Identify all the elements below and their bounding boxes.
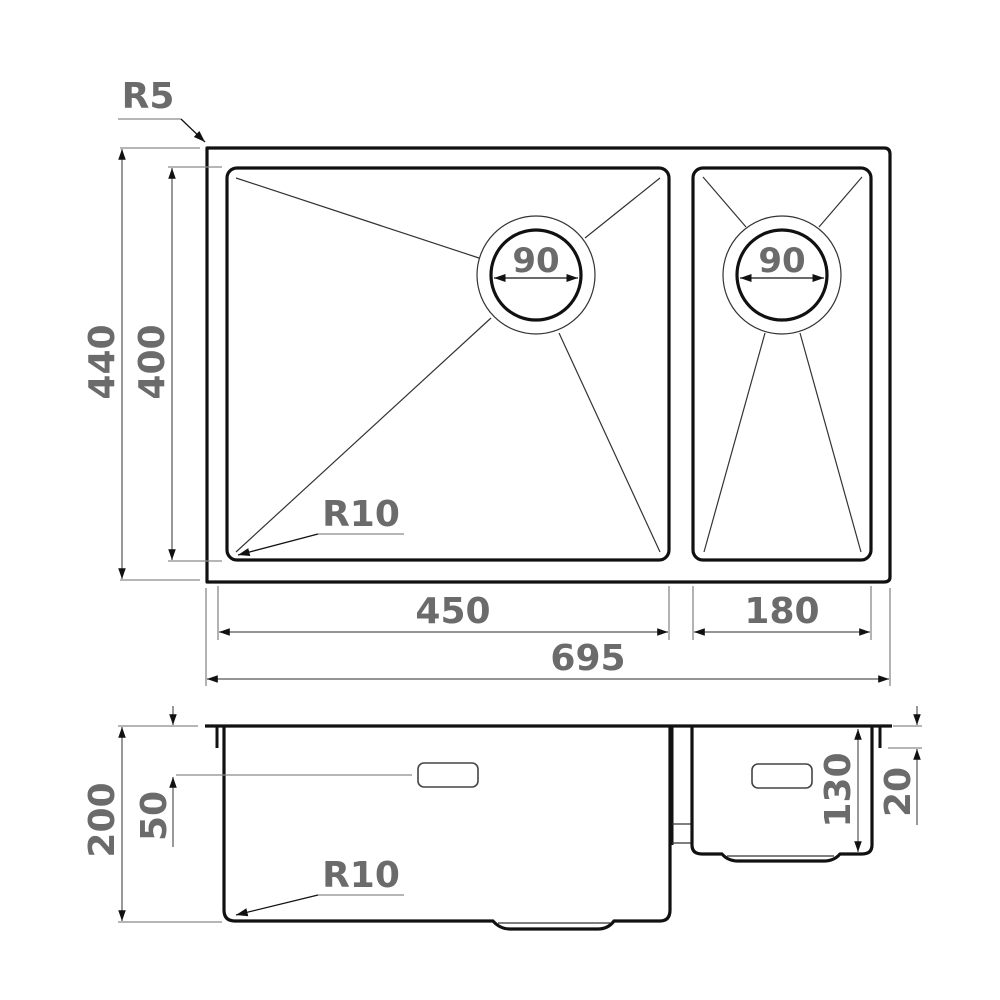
small-drain-diameter-label: 90 [758,241,805,281]
depth-dimension: 200 [82,725,222,923]
main-drain-diameter-label: 90 [512,241,559,281]
main-overflow-slot [417,762,479,788]
overall-height-dimension: 440 [82,147,200,581]
small-bowl-slope-lines [702,176,863,553]
r10-top-callout: R10 [237,494,404,556]
step-dimension: 20 [878,706,922,825]
small-bowl-width-dimension: 180 [692,586,872,640]
small-bowl-profile [690,727,874,863]
small-overflow-slot [751,763,813,789]
main-drain-hole [489,228,583,322]
step-label: 20 [878,767,919,817]
overflow-offset-dimension: 50 [134,706,412,847]
small-bowl-width-label: 180 [744,591,819,632]
overall-width-dimension: 695 [205,588,891,686]
main-drain-outer-ring [476,215,596,335]
main-bowl-width-dimension: 450 [217,586,670,640]
small-bowl-depth-label: 130 [818,752,859,827]
small-bowl-outline [691,166,873,562]
side-view: 200 50 R10 130 20 [82,706,922,931]
main-bowl-width-label: 450 [415,591,490,632]
small-drain-hole [735,228,829,322]
top-view: 90 90 R5 [82,76,892,686]
main-bowl-slope-lines [235,177,661,553]
bowl-height-label: 400 [132,324,173,399]
overflow-offset-label: 50 [134,791,175,841]
main-bowl-profile [222,727,672,931]
r5-callout: R5 [118,76,206,143]
outer-radius-label: R5 [122,76,175,117]
overall-height-label: 440 [82,324,123,399]
r10-side-callout: R10 [235,855,404,917]
small-bowl-depth-dimension: 130 [818,729,862,852]
main-bowl-outline [225,166,671,562]
outer-rim-outline [205,146,892,584]
bowl-radius-label: R10 [322,494,400,535]
depth-label: 200 [82,782,123,857]
overall-width-label: 695 [550,638,625,679]
small-drain: 90 [722,215,842,335]
side-radius-label: R10 [322,855,400,896]
small-drain-outer-ring [722,215,842,335]
main-drain: 90 [476,215,596,335]
bowl-height-dimension: 400 [132,166,222,562]
